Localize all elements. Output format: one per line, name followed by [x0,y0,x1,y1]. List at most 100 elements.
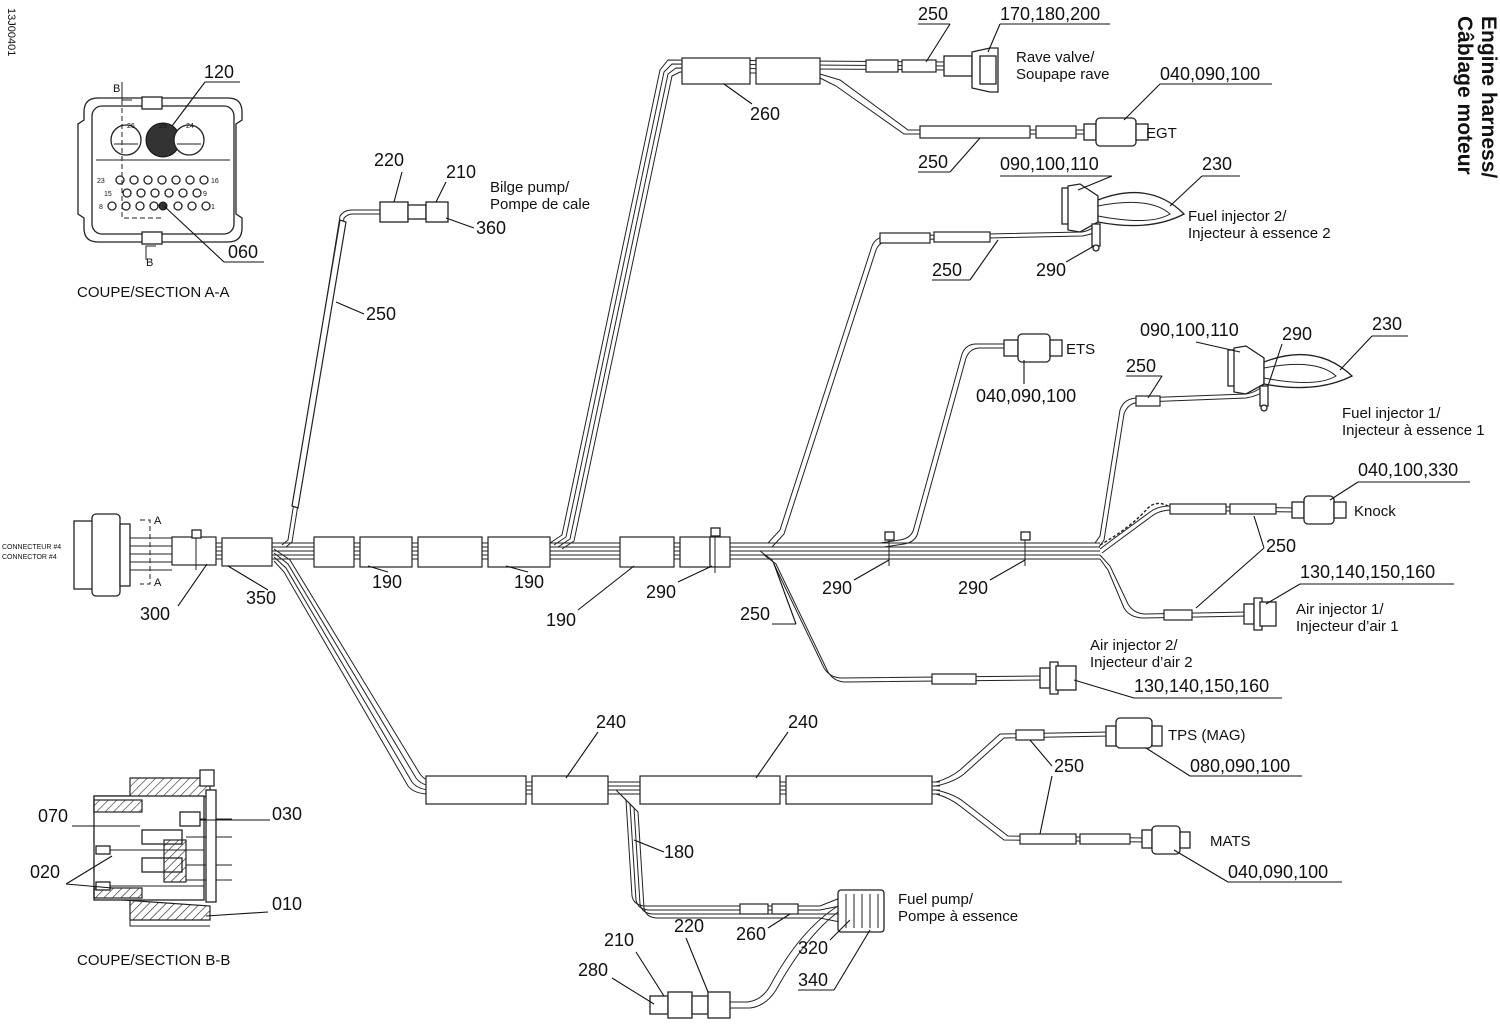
bilge-pump-branch [281,201,449,548]
callout-170-180-200: 170,180,200 [1000,4,1100,24]
tps-label: TPS (MAG) [1168,727,1246,744]
callout-290-c: 290 [958,578,988,598]
pin-label-16: 16 [211,178,219,185]
callout-250-rave: 250 [918,4,948,24]
rave-valve-label-en: Rave valve/ [1016,49,1095,66]
pin-label-9: 9 [203,191,207,198]
rave-valve-label-fr: Soupape rave [1016,66,1109,83]
callout-230-inj1: 230 [1372,314,1402,334]
fuel-injector-2-branch [767,183,1186,548]
callout-250-low: 250 [740,604,770,624]
callout-040-ets: 040,090,100 [976,386,1076,406]
knock-label: Knock [1354,503,1396,520]
mats-label: MATS [1210,833,1251,850]
callout-190-b: 190 [514,572,544,592]
callout-180: 180 [664,842,694,862]
connector-4-label-en: CONNECTOR #4 [2,554,57,561]
callout-250-inj2: 250 [932,260,962,280]
callout-090-inj2: 090,100,110 [1000,154,1099,174]
callout-040-egt: 040,090,100 [1160,64,1260,84]
air-injector-2-label-fr: Injecteur d’air 2 [1090,654,1193,671]
main-trunk [216,527,1100,573]
fuel-injector-1-label-en: Fuel injector 1/ [1342,405,1441,422]
callout-210-low: 210 [604,930,634,950]
drawing-title-line1: Engine harness/ [1477,16,1500,178]
ets-branch [879,333,1063,548]
callout-320: 320 [798,938,828,958]
fuel-injector-1-label-fr: Injecteur à essence 1 [1342,422,1485,439]
callout-280: 280 [578,960,608,980]
callout-250-knock: 250 [1266,536,1296,556]
callout-130-air2: 130,140,150,160 [1134,676,1269,696]
callout-260-top: 260 [750,104,780,124]
fuel-injector-2-label-fr: Injecteur à essence 2 [1188,225,1331,242]
callout-250-tps: 250 [1054,756,1084,776]
callout-190-a: 190 [372,572,402,592]
fuel-pump-label-en: Fuel pump/ [898,891,974,908]
fuel-pump-branch [615,789,885,1019]
callout-090-inj1: 090,100,110 [1140,320,1239,340]
callout-210-top: 210 [446,162,476,182]
callout-260-low: 260 [736,924,766,944]
section-bb-label: COUPE/SECTION B-B [77,952,230,969]
fuel-injector-2-label-en: Fuel injector 2/ [1188,208,1287,225]
callout-290-inj1: 290 [1282,324,1312,344]
callout-250-inj1: 250 [1126,356,1156,376]
pin-label-15: 15 [104,191,112,198]
section-mark-b-top: B [113,83,120,95]
egt-label: EGT [1146,125,1177,142]
section-aa-label: COUPE/SECTION A-A [77,284,230,301]
callout-290-inj2: 290 [1036,260,1066,280]
callout-350: 350 [246,588,276,608]
main-connector: A A [73,513,217,597]
bilge-pump-label-fr: Pompe de cale [490,196,590,213]
connector-4-label-fr: CONNECTEUR #4 [2,544,61,551]
callout-290-a: 290 [646,582,676,602]
callout-300: 300 [140,604,170,624]
air-injector-2-label-en: Air injector 2/ [1090,637,1178,654]
pin-label-1: 1 [211,204,215,211]
callout-060: 060 [228,242,258,262]
callout-230-inj2: 230 [1202,154,1232,174]
pin-label-24: 24 [186,123,194,130]
knock-air1-branch [1099,495,1347,631]
callout-250-bilge: 250 [366,304,396,324]
ets-label: ETS [1066,341,1095,358]
section-mark-a-bottom: A [154,577,162,589]
pin-label-23: 23 [97,178,105,185]
air-injector-1-label-en: Air injector 1/ [1296,601,1384,618]
callout-040-mats: 040,090,100 [1228,862,1328,882]
fuel-pump-label-fr: Pompe à essence [898,908,1018,925]
bilge-pump-label-en: Bilge pump/ [490,179,570,196]
callout-070: 070 [38,806,68,826]
fuel-injector-1-branch [1094,345,1354,548]
callout-030: 030 [272,804,302,824]
drawing-title-line2: Câblage moteur [1453,16,1476,175]
section-bb-drawing: COUPE/SECTION B-B [65,769,270,969]
section-mark-b-bottom: B [146,257,153,269]
drawing-code: 13J00401 [5,8,17,56]
callout-120: 120 [204,62,234,82]
pin-label-25: 25 [159,123,167,130]
callout-240-a: 240 [596,712,626,732]
pin-label-8: 8 [99,204,103,211]
rave-egt-branch [549,47,1149,550]
pin-label-26: 26 [127,123,135,130]
callout-040-knock: 040,100,330 [1358,460,1458,480]
callout-250-egt: 250 [918,152,948,172]
callout-020: 020 [30,862,60,882]
callout-130-air1: 130,140,150,160 [1300,562,1435,582]
callout-240-b: 240 [788,712,818,732]
section-aa-drawing: 26 25 24 23 16 15 9 8 1 B B COUPE/SECTIO… [77,81,264,301]
callout-080-tps: 080,090,100 [1190,756,1290,776]
air-injector-1-label-fr: Injecteur d’air 1 [1296,618,1399,635]
callout-190-c: 190 [546,610,576,630]
callout-290-b: 290 [822,578,852,598]
callout-220-low: 220 [674,916,704,936]
callout-220-top: 220 [374,150,404,170]
lower-trunk [273,548,1191,855]
callout-340: 340 [798,970,828,990]
air-injector-2-branch [759,550,1077,695]
